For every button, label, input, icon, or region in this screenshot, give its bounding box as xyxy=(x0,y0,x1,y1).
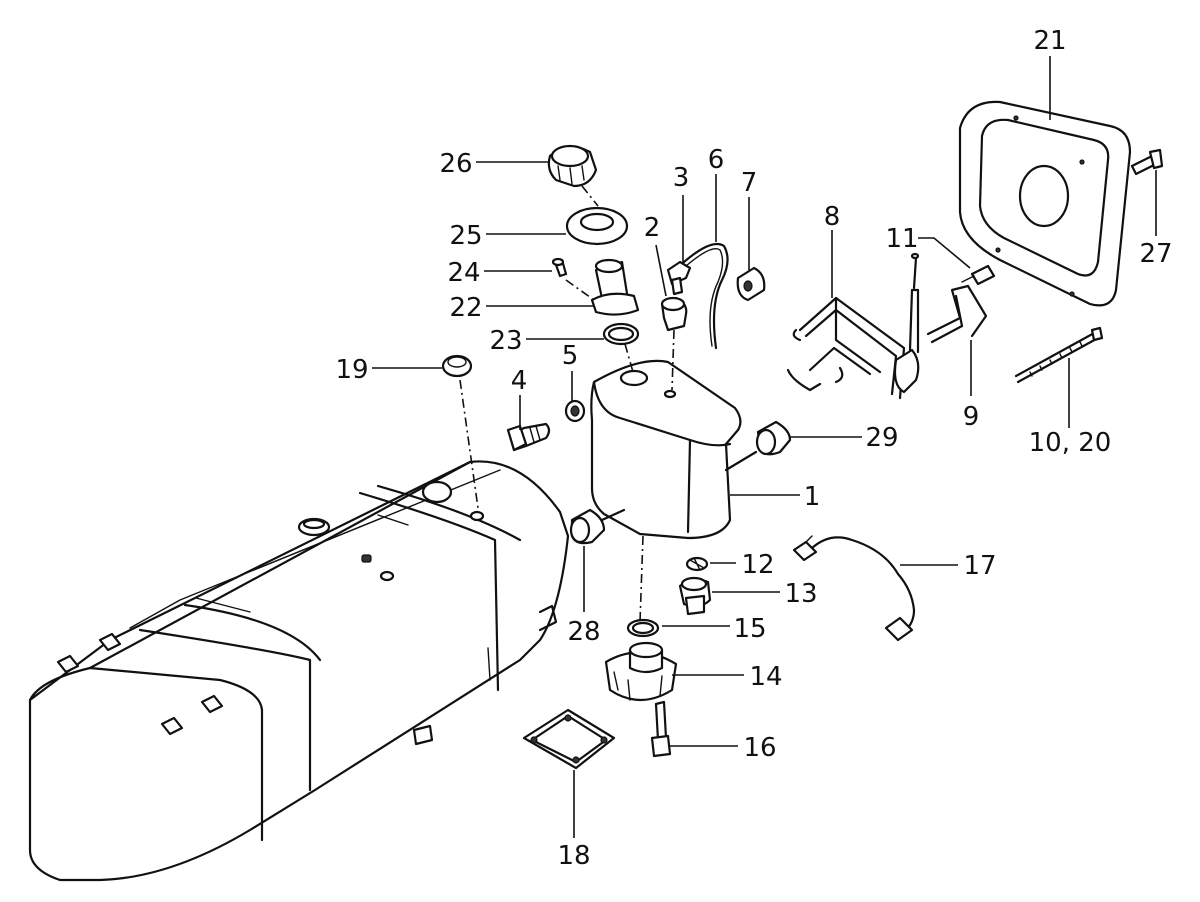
part-28-rubber-mount xyxy=(569,508,626,545)
callout-labels: 1 2 3 4 5 6 7 8 9 10, 20 11 12 13 14 15 … xyxy=(335,26,1172,871)
part-26-cap xyxy=(547,144,598,188)
callout-9: 9 xyxy=(963,402,980,432)
part-5-washer xyxy=(564,399,586,423)
part-25-flange xyxy=(565,206,629,246)
callout-2: 2 xyxy=(644,213,661,243)
centre-line-filler xyxy=(581,185,599,207)
callout-21: 21 xyxy=(1033,26,1066,56)
part-15-seal-ring xyxy=(626,618,660,638)
callout-1: 1 xyxy=(804,482,821,512)
callout-18: 18 xyxy=(557,841,590,871)
part-13-sensor xyxy=(678,576,712,616)
centre-line-lower xyxy=(639,535,644,623)
callout-10-20: 10, 20 xyxy=(1029,428,1112,458)
part-19-plug xyxy=(441,354,479,509)
part-3-connector xyxy=(666,260,692,296)
callout-25: 25 xyxy=(449,221,482,251)
part-29-rubber-mount xyxy=(755,420,792,456)
callout-11: 11 xyxy=(885,224,918,254)
part-27-stud xyxy=(1130,148,1164,176)
part-24-screw xyxy=(551,257,568,278)
part-21-frame xyxy=(958,100,1132,307)
part-8-bracket xyxy=(786,252,920,400)
part-22-filler-neck xyxy=(565,258,640,316)
callout-15: 15 xyxy=(733,614,766,644)
part-12-nut xyxy=(685,556,709,572)
callout-23: 23 xyxy=(489,326,522,356)
callout-28: 28 xyxy=(567,617,600,647)
leader-lines xyxy=(372,56,1157,838)
part-7-clip xyxy=(736,266,766,302)
callout-14: 14 xyxy=(749,662,782,692)
callout-7: 7 xyxy=(741,168,758,198)
part-10-20-cable-tie xyxy=(1014,326,1104,384)
part-6-sensor-lead xyxy=(682,242,729,350)
callout-13: 13 xyxy=(784,579,817,609)
callout-5: 5 xyxy=(562,341,579,371)
callout-8: 8 xyxy=(824,202,841,232)
callout-29: 29 xyxy=(865,423,898,453)
callout-19: 19 xyxy=(335,355,368,385)
callout-24: 24 xyxy=(447,258,480,288)
part-14-filter-housing xyxy=(604,641,678,701)
part-4-bolt xyxy=(506,422,551,452)
part-11-screw xyxy=(961,264,996,286)
part-17-cable xyxy=(792,535,916,642)
callout-22: 22 xyxy=(449,293,482,323)
part-1-reservoir-tank xyxy=(590,359,758,540)
callout-4: 4 xyxy=(511,366,528,396)
part-23-o-ring xyxy=(602,322,640,346)
callout-3: 3 xyxy=(673,163,690,193)
part-16-bolt xyxy=(650,700,672,758)
part-2-grommet xyxy=(660,296,688,391)
part-9-clamp xyxy=(926,284,988,344)
centre-line-neck xyxy=(624,343,634,373)
callout-16: 16 xyxy=(743,733,776,763)
callout-26: 26 xyxy=(439,149,472,179)
callout-12: 12 xyxy=(741,550,774,580)
callout-27: 27 xyxy=(1139,239,1172,269)
fuel-tank xyxy=(28,460,570,882)
callout-17: 17 xyxy=(963,551,996,581)
part-18-cover-plate xyxy=(522,708,616,770)
callout-6: 6 xyxy=(708,145,725,175)
